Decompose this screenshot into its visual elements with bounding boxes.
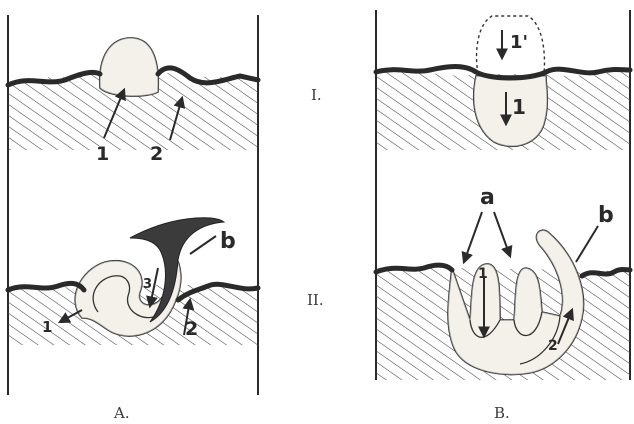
label-a-B-II: a [480, 185, 495, 210]
panel-A-I: 1 2 [8, 38, 258, 165]
arrow-a2-B-II [494, 212, 510, 256]
row-label-I: I. [311, 86, 322, 104]
label-1-A-I: 1 [96, 143, 109, 165]
label-2-A-I: 2 [150, 143, 163, 165]
row-label-II: II. [307, 291, 324, 309]
label-1prime-B-I: 1' [510, 32, 528, 53]
panel-B-I: 1' 1 [376, 16, 630, 150]
label-3-A-II: 3 [143, 277, 152, 292]
label-1-B-I: 1 [512, 95, 526, 119]
label-2-A-II: 2 [185, 318, 198, 340]
label-2-B-II: 2 [548, 338, 558, 354]
column-label-B: B. [494, 404, 510, 422]
label-b-B-II: b [598, 203, 614, 228]
pointer-b-B-II [576, 226, 598, 262]
pointer-b-A-II [190, 236, 216, 254]
column-label-A: A. [113, 404, 130, 422]
arrow-a1-B-II [464, 212, 482, 262]
label-b-A-II: b [220, 229, 236, 254]
label-1-B-II: 1 [478, 266, 488, 282]
label-1-A-II: 1 [42, 318, 52, 336]
panel-A-II: b 3 1 2 [8, 218, 258, 345]
panel-B-II: a b 1 2 [376, 185, 630, 380]
